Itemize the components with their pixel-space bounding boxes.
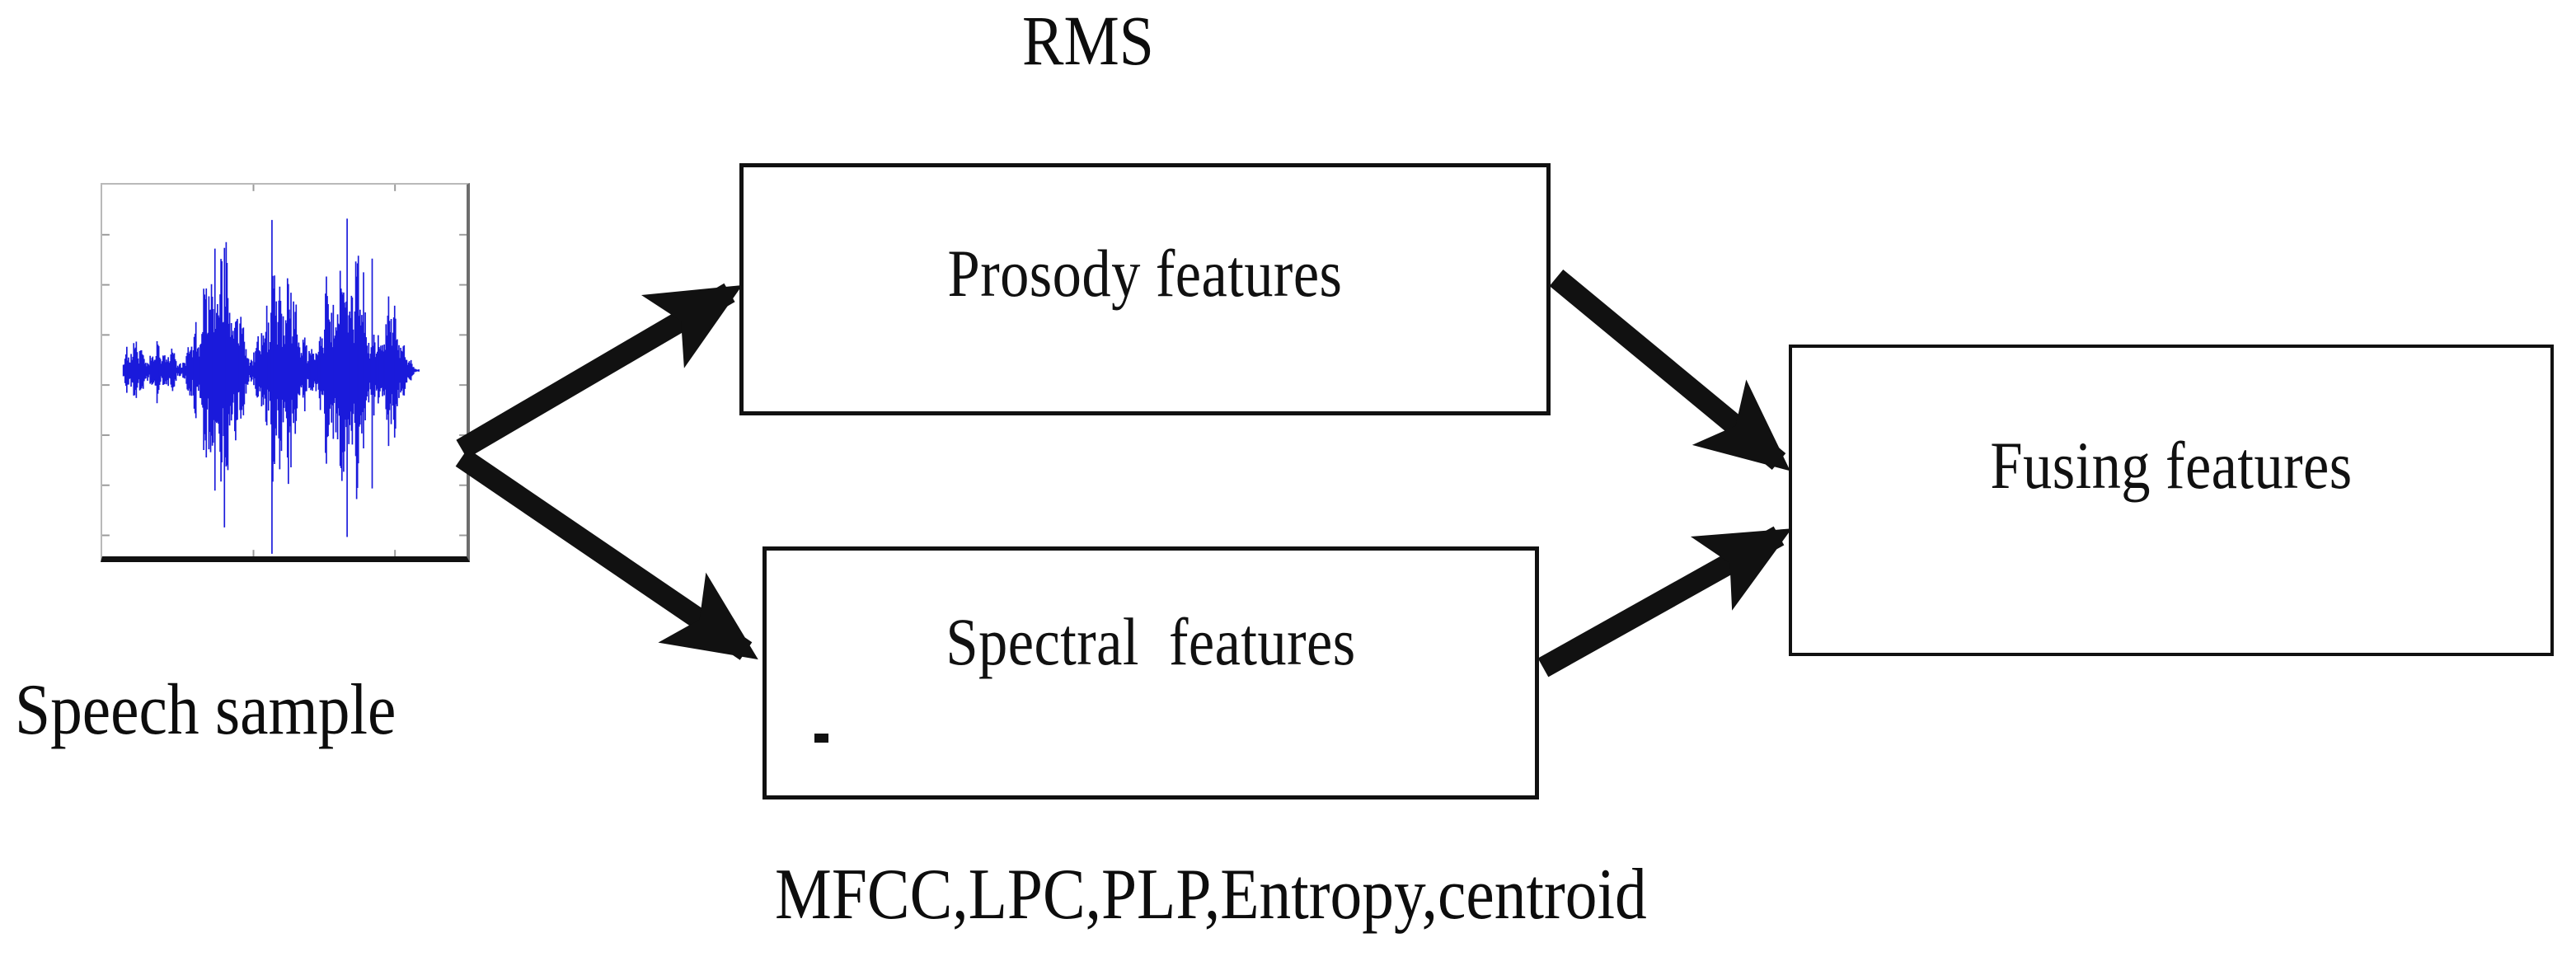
speech-sample-label: Speech sample bbox=[15, 670, 396, 750]
fusing-features-box[interactable]: Fusing features bbox=[1789, 345, 2554, 656]
spectral-note-label: MFCC,LPC,PLP,Entropy,centroid bbox=[775, 855, 1647, 935]
speech-waveform-panel bbox=[101, 183, 470, 562]
arrow-spectral-to-fusing bbox=[1537, 526, 1792, 678]
arrow-speech-to-prosody bbox=[456, 283, 743, 459]
prosody-features-label: Prosody features bbox=[947, 236, 1343, 311]
spectral-features-box[interactable]: Spectral features bbox=[762, 546, 1539, 799]
prosody-note-label: RMS bbox=[1022, 1, 1154, 80]
audio-waveform-icon bbox=[102, 185, 467, 556]
prosody-features-box[interactable]: Prosody features bbox=[739, 163, 1551, 415]
arrow-prosody-to-fusing bbox=[1549, 269, 1790, 471]
spectral-box-dot-artifact bbox=[814, 734, 828, 743]
fusing-features-label: Fusing features bbox=[1990, 428, 2353, 503]
arrow-speech-to-spectral bbox=[455, 448, 758, 660]
spectral-features-label: Spectral features bbox=[945, 604, 1356, 679]
waveform-trace bbox=[122, 218, 420, 554]
